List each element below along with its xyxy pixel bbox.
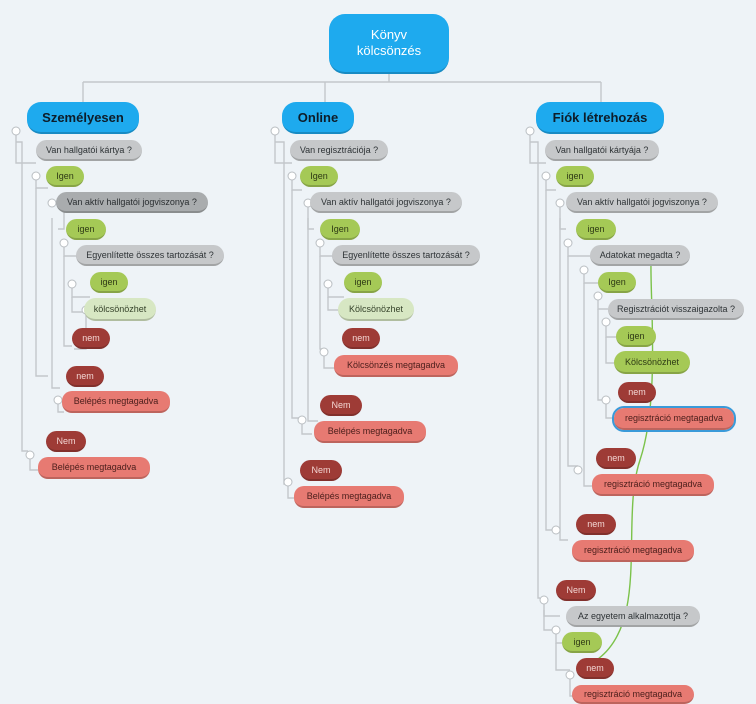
node-allowed[interactable]: Kölcsönözhet [338, 298, 414, 321]
node-yes[interactable]: Igen [320, 219, 360, 240]
node-no[interactable]: nem [576, 514, 616, 535]
node-denied[interactable]: Belépés megtagadva [62, 391, 170, 413]
node-yes[interactable]: igen [576, 219, 616, 240]
node-denied[interactable]: regisztráció megtagadva [572, 685, 694, 704]
node-question[interactable]: Van aktív hallgatói jogviszonya ? [566, 192, 718, 213]
node-no[interactable]: nem [596, 448, 636, 469]
topic-fiok-letrehozas[interactable]: Fiók létrehozás [536, 102, 664, 134]
node-no[interactable]: Nem [300, 460, 342, 481]
node-question[interactable]: Van regisztrációja ? [290, 140, 388, 161]
node-no[interactable]: nem [618, 382, 656, 403]
node-yes[interactable]: igen [66, 219, 106, 240]
node-no[interactable]: Nem [46, 431, 86, 452]
node-yes[interactable]: Igen [46, 166, 84, 187]
node-no[interactable]: nem [576, 658, 614, 679]
node-question[interactable]: Van hallgatói kártyája ? [545, 140, 659, 161]
node-question[interactable]: Van aktív hallgatói jogviszonya ? [310, 192, 462, 213]
node-no[interactable]: Nem [320, 395, 362, 416]
node-question[interactable]: Adatokat megadta ? [590, 245, 690, 266]
node-question[interactable]: Van hallgatói kártya ? [36, 140, 142, 161]
node-yes[interactable]: Igen [300, 166, 338, 187]
node-question[interactable]: Regisztrációt visszaigazolta ? [608, 299, 744, 320]
topic-online[interactable]: Online [282, 102, 354, 134]
node-denied[interactable]: Kölcsönzés megtagadva [334, 355, 458, 377]
root-node[interactable]: Könyv kölcsönzés [329, 14, 449, 74]
node-yes[interactable]: igen [562, 632, 602, 653]
node-question[interactable]: Egyenlítette összes tartozását ? [332, 245, 480, 266]
node-yes[interactable]: igen [616, 326, 656, 347]
node-no[interactable]: Nem [556, 580, 596, 601]
node-yes[interactable]: igen [344, 272, 382, 293]
node-no[interactable]: nem [66, 366, 104, 387]
node-denied[interactable]: regisztráció megtagadva [592, 474, 714, 496]
node-yes[interactable]: igen [90, 272, 128, 293]
node-no[interactable]: nem [342, 328, 380, 349]
node-allowed[interactable]: Kölcsönözhet [614, 351, 690, 374]
node-question[interactable]: Egyenlítette összes tartozását ? [76, 245, 224, 266]
root-label-line2: kölcsönzés [356, 43, 422, 58]
node-denied[interactable]: Belépés megtagadva [294, 486, 404, 508]
topic-szemelyesen[interactable]: Személyesen [27, 102, 139, 134]
node-denied[interactable]: regisztráció megtagadva [572, 540, 694, 562]
root-label-line1: Könyv [370, 27, 408, 42]
node-no[interactable]: nem [72, 328, 110, 349]
node-question[interactable]: Az egyetem alkalmazottja ? [566, 606, 700, 627]
node-allowed[interactable]: kölcsönözhet [84, 298, 156, 321]
node-denied[interactable]: Belépés megtagadva [314, 421, 426, 443]
node-yes[interactable]: igen [556, 166, 594, 187]
node-yes[interactable]: Igen [598, 272, 636, 293]
node-question[interactable]: Van aktív hallgatói jogviszonya ? [56, 192, 208, 213]
node-denied[interactable]: Belépés megtagadva [38, 457, 150, 479]
node-denied-selected[interactable]: regisztráció megtagadva [612, 406, 736, 432]
